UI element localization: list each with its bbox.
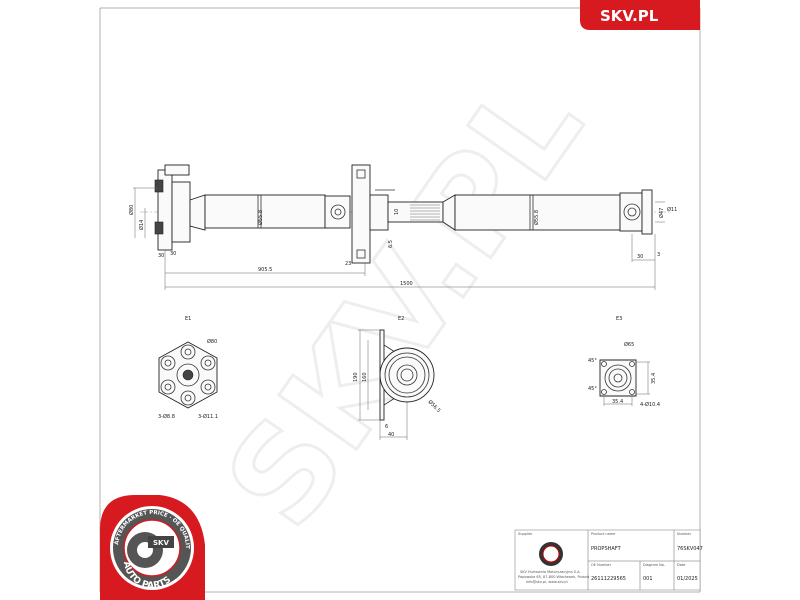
supplier-label: Supplier: [518, 532, 533, 536]
watermark: SKV.PL: [197, 52, 612, 553]
dim-left-flange: Ø80: [128, 205, 135, 215]
supplier-line-3: info@skv.pl, www.skv.pl: [526, 580, 568, 584]
center-bearing: [351, 164, 371, 264]
e2-height: 190: [353, 372, 359, 382]
number-label: Number: [677, 532, 692, 536]
view-label-e1: E1: [185, 316, 191, 322]
dim-bearing-width: 23: [345, 261, 351, 267]
product-label: Product name: [591, 532, 615, 536]
dim-right-center: Ø11: [667, 206, 677, 213]
tube-2: [454, 194, 621, 231]
dim-left-inner: 30: [170, 251, 176, 257]
e3-angle1: 45°: [588, 358, 597, 364]
diagram-value: 001: [643, 576, 653, 582]
e3-angle2: 45°: [588, 386, 597, 392]
oe-label: OE Number: [591, 563, 612, 567]
supplier-line-2: Papowska 65, 87-800 Włocławek, Poland: [518, 575, 589, 579]
view-e2-center-bearing: 190 160 Ø56.5 6 40: [353, 329, 443, 440]
drawing-frame: [99, 7, 701, 593]
e3-width: 35.4: [612, 399, 623, 405]
view-label-e2: E2: [398, 316, 404, 322]
brand-label: SKV.PL: [600, 7, 659, 25]
badge-ring-text: AFTERMARKET PRICE · OE QUALITY: [0, 0, 190, 549]
brand-tab[interactable]: SKV.PL: [580, 0, 700, 30]
dim-right-small: 3: [657, 252, 660, 258]
dim-bearing-drop: 6.5: [388, 240, 394, 248]
badge-center-text: SKV: [153, 539, 169, 547]
e1-holes: 3-Ø8.8: [158, 413, 175, 420]
supplier-logo: [539, 542, 563, 566]
e3-holes: 4-Ø10.4: [640, 401, 660, 408]
dim-to-bearing: 905.5: [258, 267, 272, 273]
supplier-line-1: SKV Hurtownia Motoryzacyjna S.A.: [520, 570, 581, 574]
view-label-e3: E3: [616, 316, 622, 322]
e3-diameter: Ø65: [624, 341, 634, 348]
product-value: PROPSHAFT: [591, 546, 622, 552]
date-value: 01/2025: [677, 576, 698, 582]
dim-tube1: Ø55.8: [257, 210, 264, 225]
diagram-label: Diagram No.: [643, 563, 665, 567]
dim-right-offset: 30: [637, 254, 643, 260]
oe-value: 26111229565: [591, 576, 626, 582]
view-e3-flange: Ø65 45° 45° 35.4 35.4 4-Ø10.4: [588, 341, 660, 408]
skv-auto-parts-badge: AFTERMARKET PRICE · OE QUALITY AUTO PART…: [0, 0, 205, 600]
e2-inner: 160: [362, 372, 368, 382]
e1-holes2: 3-Ø11.1: [198, 413, 218, 420]
e3-height: 35.4: [651, 373, 657, 384]
e1-diameter: Ø80: [207, 338, 217, 345]
e2-bearing: Ø56.5: [427, 398, 443, 414]
number-value: 76SKV047: [677, 546, 703, 552]
dim-left-small: 30: [158, 253, 164, 259]
date-label: Date: [677, 563, 685, 567]
title-block: Supplier SKV Hurtownia Motoryzacyjna S.A…: [514, 529, 703, 591]
dim-overall-length: 1500: [400, 281, 413, 287]
dim-center: 10: [394, 209, 400, 215]
e2-thickness: 6: [385, 424, 388, 430]
dim-tube2: Ø55.8: [533, 210, 540, 225]
dim-right-flange: Ø47: [658, 208, 665, 218]
e2-width: 40: [388, 432, 394, 438]
view-e1-flex-disc: Ø80 3-Ø8.8 3-Ø11.1: [158, 338, 218, 420]
tube-1: [204, 194, 326, 229]
dim-left-bolt: Ø14: [138, 220, 145, 230]
propshaft-side-view: 905.5 1500 Ø80 Ø14 Ø55.8 Ø55.8 10 Ø47 Ø1…: [128, 164, 677, 290]
